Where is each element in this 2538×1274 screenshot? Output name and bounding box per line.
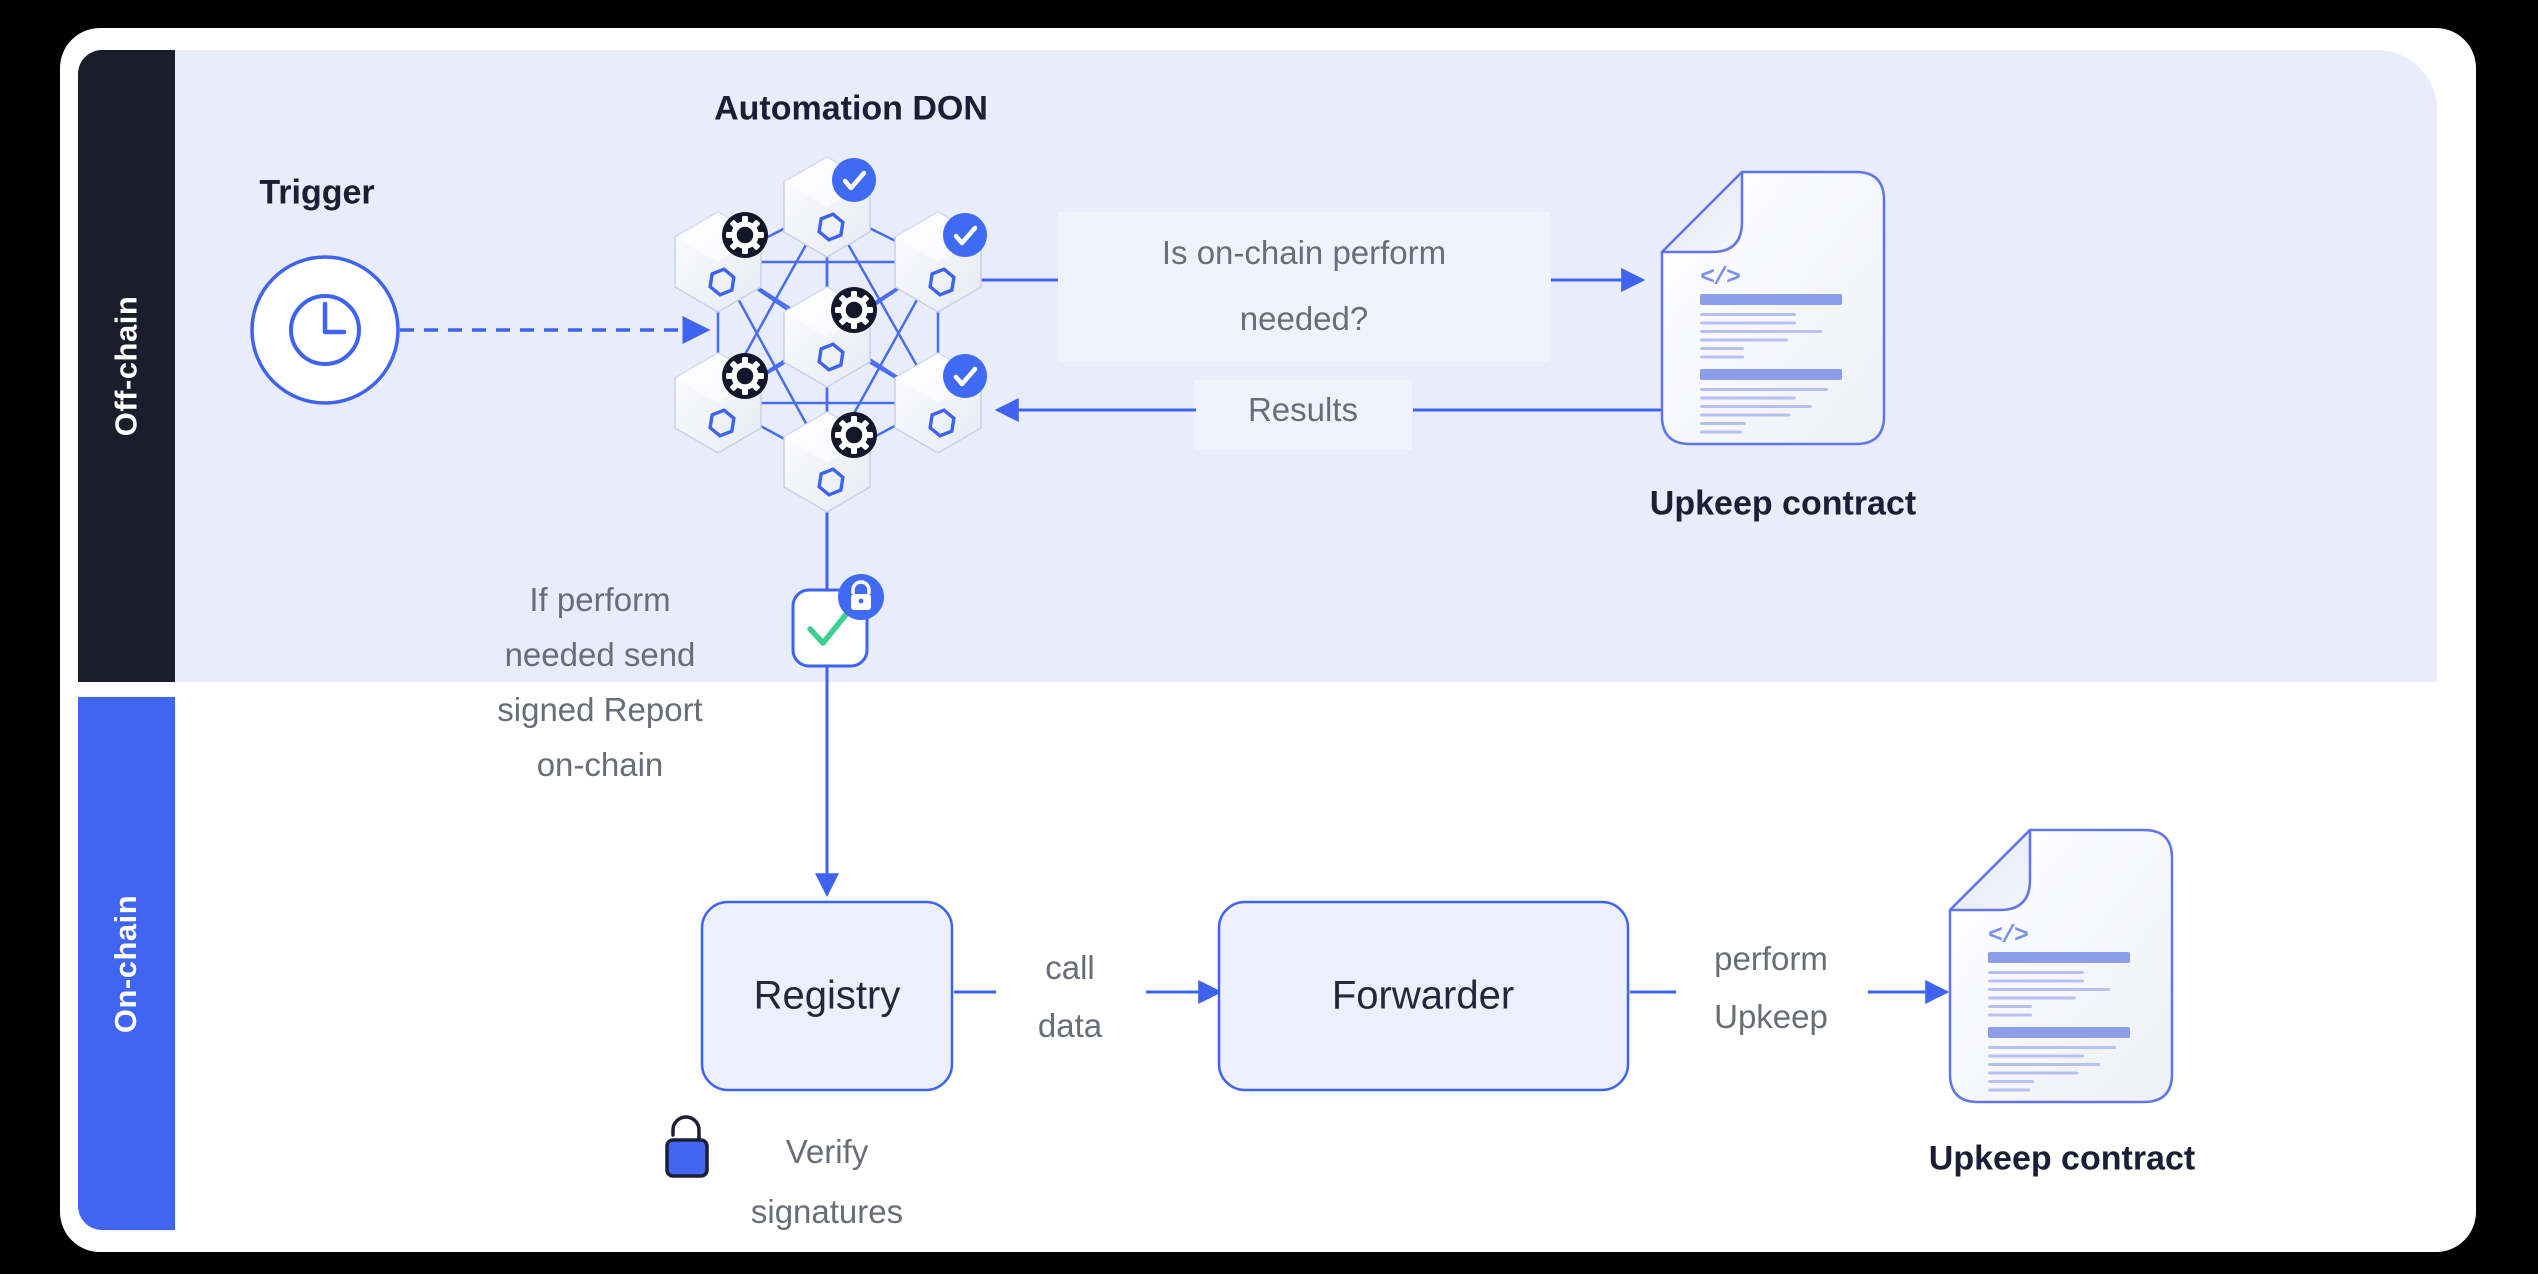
- call-data-label: call data: [1037, 949, 1103, 1044]
- registry-box: [700, 900, 954, 1092]
- gear-badge-icon: [722, 353, 768, 399]
- gear-badge-icon: [722, 212, 768, 258]
- results-label: Results: [1247, 391, 1359, 428]
- onchain-section-bar: On-chain: [78, 697, 175, 1230]
- question-highlight: [1058, 212, 1550, 362]
- upkeep-contract-icon-offchain: [1660, 170, 1886, 446]
- gear-badge-icon: [831, 287, 877, 333]
- perform-upkeep-label: perform Upkeep: [1714, 940, 1828, 1035]
- clock-icon: [250, 255, 400, 405]
- check-badge-icon: [943, 354, 987, 398]
- gear-badge-icon: [831, 412, 877, 458]
- registry-label: Registry: [753, 973, 901, 1018]
- automation-don-label: Automation DON: [714, 89, 988, 128]
- offchain-section-bar: Off-chain: [78, 50, 175, 682]
- forwarder-label: Forwarder: [1331, 973, 1515, 1018]
- connectors: [400, 268, 1950, 1004]
- upkeep-contract-label-offchain: Upkeep contract: [1649, 484, 1917, 523]
- trigger-label: Trigger: [259, 173, 375, 212]
- lock-badge-icon: [838, 574, 884, 620]
- check-badge-icon: [832, 158, 876, 202]
- verify-signatures-label: Verify signatures: [750, 1133, 904, 1230]
- offchain-panel: [78, 50, 2437, 682]
- unlock-icon: [665, 1115, 709, 1178]
- don-network: [673, 155, 987, 514]
- question-label: Is on-chain perform needed?: [1161, 234, 1447, 337]
- signed-report-icon: [791, 574, 884, 668]
- upkeep-contract-icon-onchain: [1948, 828, 2174, 1104]
- forwarder-box: [1217, 900, 1630, 1092]
- check-badge-icon: [943, 213, 987, 257]
- upkeep-contract-label-onchain: Upkeep contract: [1928, 1139, 2196, 1178]
- report-note-label: If perform needed send signed Report on-…: [497, 581, 703, 783]
- results-highlight: [1194, 380, 1412, 450]
- green-check-icon: [807, 609, 851, 646]
